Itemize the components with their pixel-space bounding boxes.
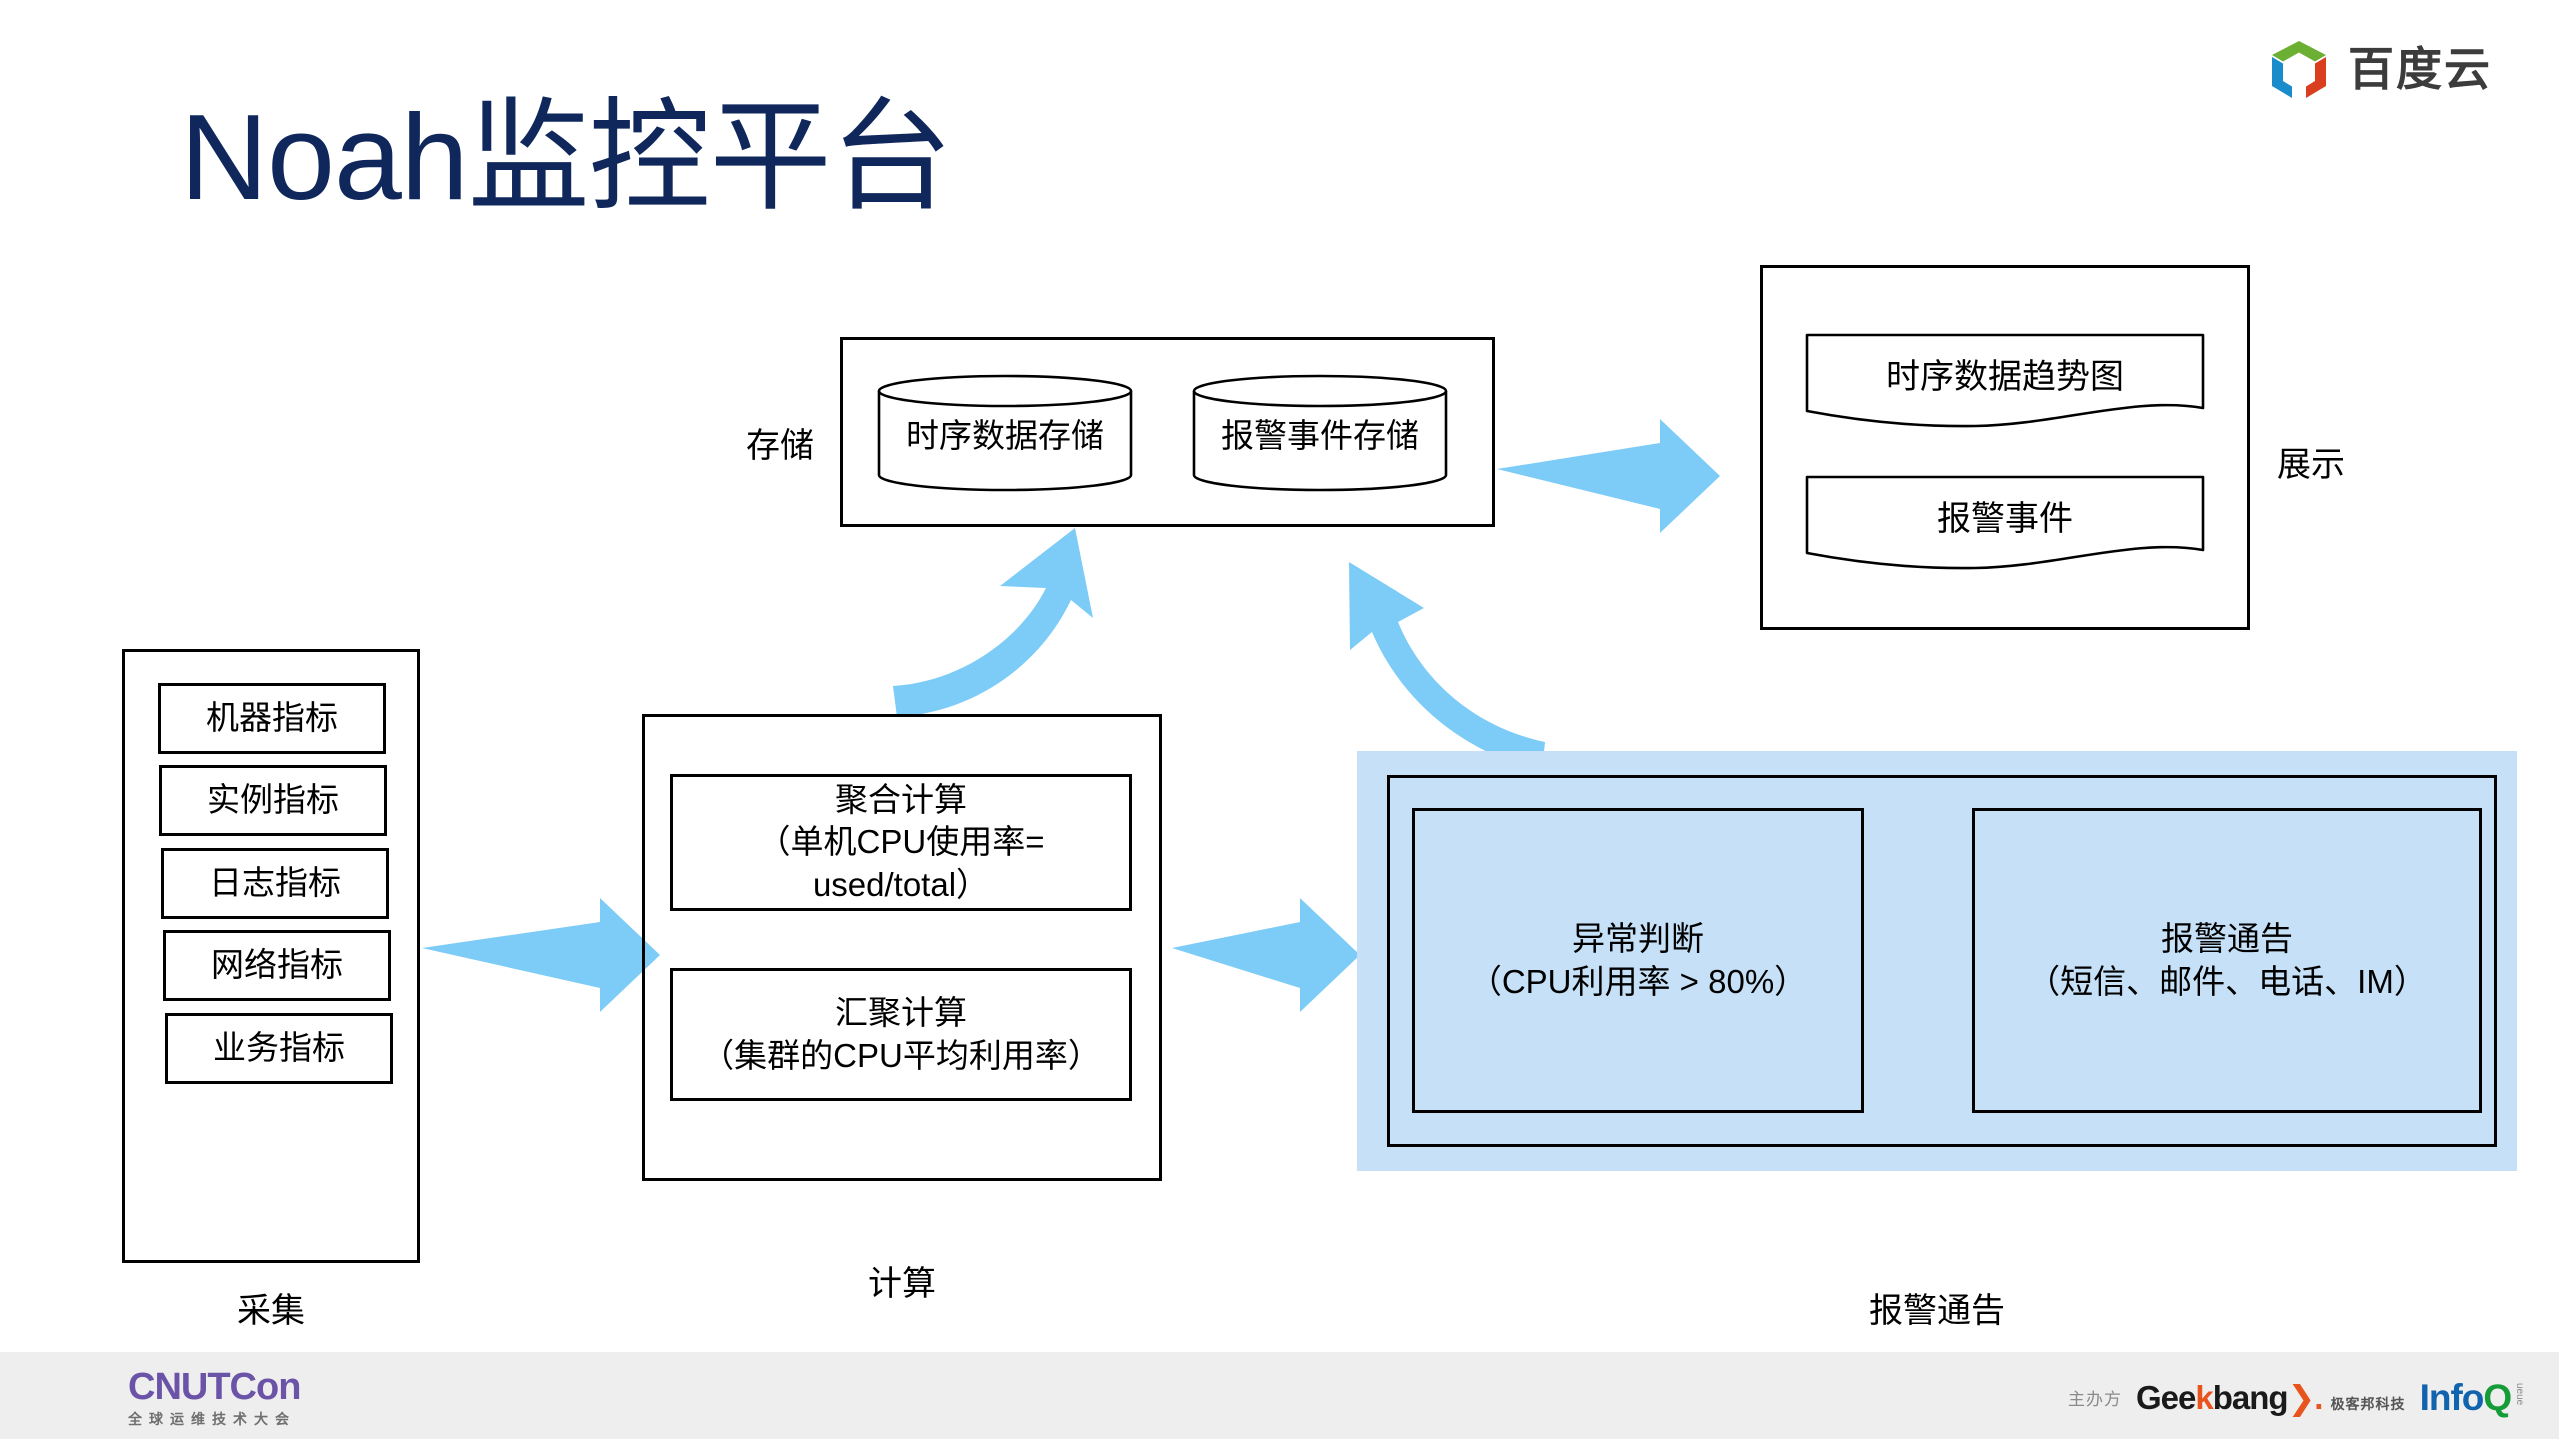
display-container [1760, 265, 2250, 630]
footer-bar [0, 1352, 2559, 1439]
display-panel-alarmevents: 报警事件 [1805, 475, 2205, 570]
arrow-collect-to-compute [422, 898, 660, 1012]
cnutcon-logo: CNUTCon 全球运维技术大会 [128, 1368, 388, 1429]
storage-cylinder-alarmevents: 报警事件存储 [1190, 373, 1450, 493]
geekbang-subtitle: 极客邦科技 [2330, 1395, 2406, 1412]
geekbang-arrow-icon: ❯. [2287, 1378, 2324, 1416]
display-panel-trendchart: 时序数据趋势图 [1805, 333, 2205, 428]
alarm-detect-condition: （CPU利用率 > 80%） [1468, 962, 1808, 1000]
compute-item-rollup: 汇聚计算 （集群的CPU平均利用率） [670, 968, 1132, 1101]
arrow-alarm-to-storage [1349, 562, 1545, 771]
collect-item-network: 网络指标 [163, 930, 391, 1001]
organizer-label: 主办方 [2068, 1389, 2122, 1409]
collect-item-instance: 实例指标 [159, 765, 387, 836]
infoq-ueue: ueue [2514, 1382, 2526, 1405]
storage-cylinder-alarmevents-label: 报警事件存储 [1221, 417, 1419, 454]
infoq-info: Info [2419, 1376, 2485, 1418]
collect-container [122, 649, 420, 1263]
compute-bottom-label: 计算 [868, 1265, 936, 1303]
storage-side-label: 存储 [746, 427, 814, 465]
collect-item-business: 业务指标 [165, 1013, 393, 1084]
baidu-cloud-mark-icon [2268, 38, 2330, 100]
alarm-container [1387, 775, 2497, 1147]
geekbang-name-part2: bang [2212, 1378, 2289, 1416]
compute-item-aggregate: 聚合计算 （单机CPU使用率= used/total） [670, 774, 1132, 911]
collect-item-machine-label: 机器指标 [206, 699, 338, 737]
compute-item-aggregate-title: 聚合计算 [835, 781, 967, 819]
collect-item-business-label: 业务指标 [213, 1029, 345, 1067]
arrow-compute-to-alarm [1172, 898, 1360, 1012]
collect-item-machine: 机器指标 [158, 683, 386, 754]
alarm-notify-title: 报警通告 [2161, 920, 2293, 958]
alarm-detect-box: 异常判断 （CPU利用率 > 80%） [1412, 808, 1864, 1113]
arrow-compute-to-storage [893, 528, 1093, 717]
collect-bottom-label: 采集 [237, 1292, 305, 1330]
compute-item-rollup-title: 汇聚计算 [835, 994, 967, 1032]
compute-item-rollup-formula: （集群的CPU平均利用率） [701, 1036, 1101, 1074]
baidu-cloud-logo: 百度云 [2268, 36, 2530, 102]
infoq-q: Q [2483, 1376, 2512, 1418]
compute-item-aggregate-formula-line1: （单机CPU使用率= [757, 823, 1045, 861]
page-title: Noah监控平台 [180, 89, 953, 225]
cnutcon-subtitle: 全球运维技术大会 [128, 1411, 296, 1427]
storage-cylinder-timeseries-label: 时序数据存储 [906, 417, 1104, 454]
collect-item-network-label: 网络指标 [211, 946, 343, 984]
compute-container [642, 714, 1162, 1181]
display-side-label: 展示 [2277, 446, 2345, 484]
alarm-blue-panel [1357, 751, 2517, 1171]
collect-item-instance-label: 实例指标 [207, 781, 339, 819]
arrow-storage-to-display [1497, 419, 1720, 533]
geekbang-name-k: k [2195, 1378, 2213, 1416]
display-panel-trendchart-label: 时序数据趋势图 [1886, 358, 2124, 396]
cnutcon-name: CNUTCon [128, 1366, 301, 1408]
display-panel-alarmevents-label: 报警事件 [1937, 500, 2073, 538]
alarm-detect-title: 异常判断 [1572, 920, 1704, 958]
storage-container [840, 337, 1495, 527]
baidu-cloud-wordmark: 百度云 [2348, 43, 2492, 95]
compute-item-aggregate-formula-line2: used/total） [812, 865, 990, 903]
alarm-bottom-label: 报警通告 [1869, 1292, 2005, 1330]
collect-item-log: 日志指标 [161, 848, 389, 919]
storage-cylinder-timeseries: 时序数据存储 [875, 373, 1135, 493]
alarm-notify-channels: （短信、邮件、电话、IM） [2027, 962, 2427, 1000]
alarm-notify-box: 报警通告 （短信、邮件、电话、IM） [1972, 808, 2482, 1113]
geekbang-logo: Geekbang❯. 极客邦科技 [2136, 1381, 2406, 1414]
geekbang-name-part1: Gee [2136, 1378, 2196, 1416]
collect-item-log-label: 日志指标 [209, 864, 341, 902]
